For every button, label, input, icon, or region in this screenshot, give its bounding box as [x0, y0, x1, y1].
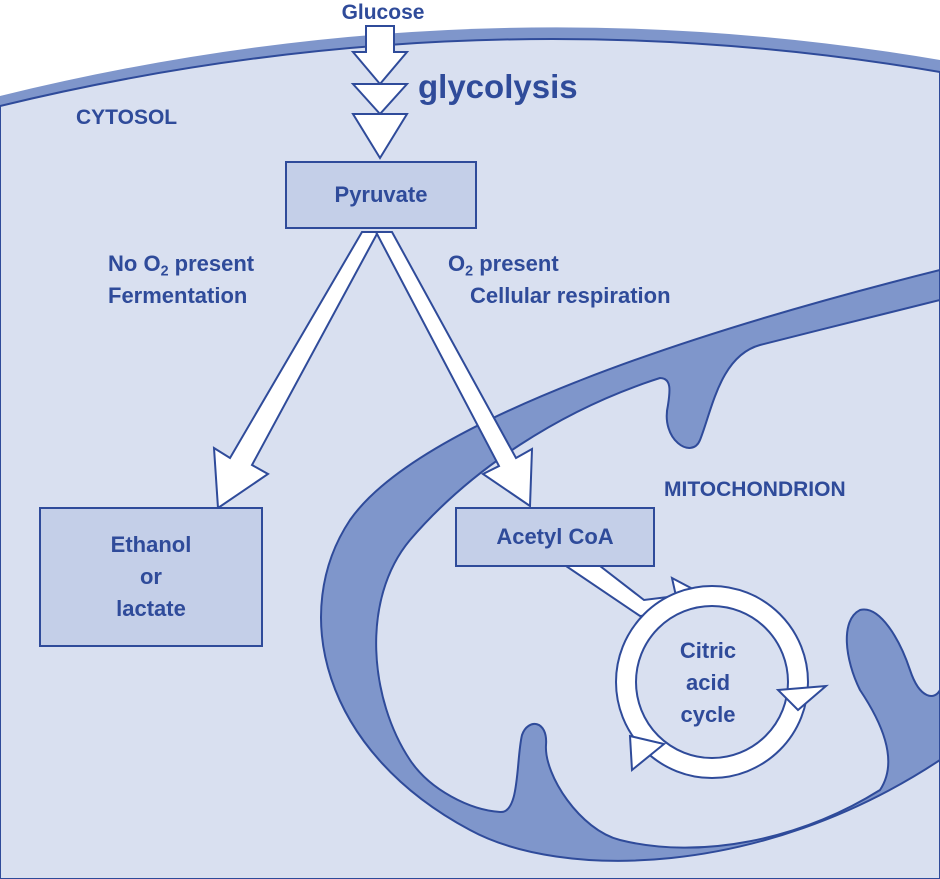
citric-acid-cycle-core — [635, 605, 789, 759]
cycle-arrowhead-right — [775, 684, 829, 712]
cycle-line: cycle — [680, 702, 736, 727]
ethanol-lactate-text: Ethanol or lactate — [111, 529, 192, 625]
cytosol-label: CYTOSOL — [76, 106, 178, 129]
no-oxygen-suffix: present — [168, 251, 255, 276]
acetyl-coa-label: Acetyl CoA — [496, 524, 614, 549]
no-oxygen-label: No O2 present — [108, 251, 255, 279]
ethanol-lactate-box — [39, 507, 263, 647]
oxygen-present-label: O2 present — [448, 251, 559, 279]
pyruvate-box — [285, 161, 477, 229]
mitochondrion-label: MITOCHONDRION — [664, 478, 846, 501]
cycle-arrowhead-left — [628, 734, 667, 773]
oxygen-prefix: O — [448, 251, 466, 276]
fermentation-arrow — [212, 231, 380, 510]
cellular-respiration-label: Cellular respiration — [470, 283, 671, 308]
glycolysis-arrow — [350, 25, 410, 160]
or-line: or — [139, 564, 162, 589]
lactate-line: lactate — [116, 596, 186, 621]
glycolysis-label: glycolysis — [418, 68, 578, 105]
respiration-arrow — [374, 231, 534, 508]
no-oxygen-prefix: No O — [108, 251, 161, 276]
acetyl-coa-box — [455, 507, 655, 567]
no-oxygen-subscript: 2 — [160, 263, 169, 280]
pyruvate-label: Pyruvate — [334, 182, 428, 207]
citric-line: Citric — [679, 638, 737, 663]
fermentation-label: Fermentation — [108, 283, 248, 308]
oxygen-suffix: present — [473, 251, 559, 276]
citric-acid-cycle-text: Citric acid cycle — [680, 635, 736, 731]
ethanol-line: Ethanol — [110, 532, 192, 557]
oxygen-subscript: 2 — [465, 263, 474, 280]
glucose-label: Glucose — [341, 1, 425, 24]
acid-line: acid — [685, 670, 731, 695]
